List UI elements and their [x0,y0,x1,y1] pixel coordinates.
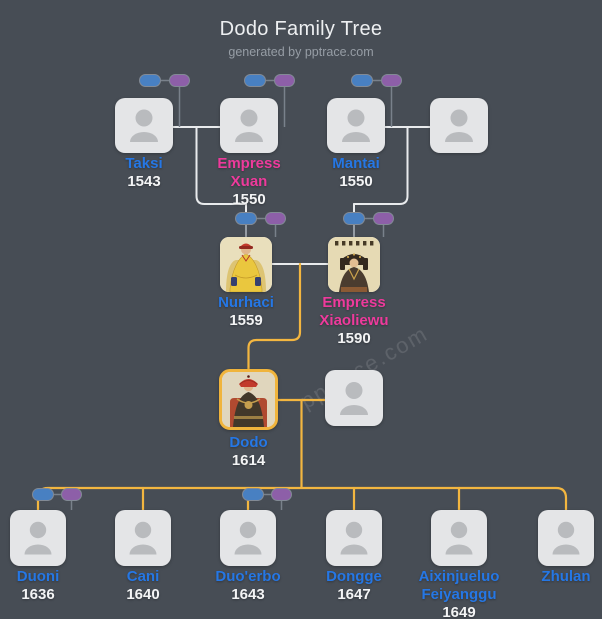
person-card-zhulan[interactable] [538,510,594,566]
male-link-icon[interactable] [139,74,161,87]
female-link-icon[interactable] [381,74,402,87]
person-label-empress-xiaoliewu: Empress Xiaoliewu 1590 [319,294,389,347]
person-card-duoni[interactable] [10,510,66,566]
person-card-aixinjueluo-feiyanggu[interactable] [431,510,487,566]
person-label-zhulan: Zhulan [541,568,591,585]
person-silhouette-icon [234,521,262,555]
male-link-icon[interactable] [32,488,54,501]
dodo-portrait [222,372,275,427]
person-label-mantai: Mantai 1550 [332,155,380,190]
person-silhouette-icon [129,521,157,555]
male-link-icon[interactable] [343,212,365,225]
person-label-duoerbo: Duo'erbo 1643 [215,568,281,603]
female-link-icon[interactable] [169,74,190,87]
person-silhouette-icon [340,521,368,555]
person-label-aixinjueluo-feiyanggu: Aixinjueluo Feiyanggu 1649 [418,568,500,619]
person-card-unnamed-spouse-2[interactable] [325,370,383,426]
female-link-icon[interactable] [61,488,82,501]
page-title: Dodo Family Tree [219,18,383,40]
person-label-dongge: Dongge 1647 [326,568,382,603]
nurhaci-portrait [220,237,272,292]
person-label-dodo: Dodo 1614 [229,434,268,469]
person-label-empress-xuan: Empress Xuan 1550 [217,155,281,208]
female-link-icon[interactable] [373,212,394,225]
male-link-icon[interactable] [235,212,257,225]
person-label-taksi: Taksi 1543 [125,155,163,190]
person-card-dongge[interactable] [326,510,382,566]
female-link-icon[interactable] [274,74,295,87]
person-card-unnamed-spouse-1[interactable] [430,98,488,153]
page-subtitle: generated by pptrace.com [228,45,374,59]
person-label-cani: Cani 1640 [126,568,160,603]
male-link-icon[interactable] [351,74,373,87]
person-card-cani[interactable] [115,510,171,566]
male-link-icon[interactable] [244,74,266,87]
male-link-icon[interactable] [242,488,264,501]
person-silhouette-icon [445,109,473,142]
person-silhouette-icon [342,109,370,142]
person-card-empress-xuan[interactable] [220,98,278,153]
xiaoliewu-portrait [328,237,380,292]
header: Dodo Family Tree generated by pptrace.co… [0,18,602,59]
person-silhouette-icon [235,109,263,142]
female-link-icon[interactable] [265,212,286,225]
person-silhouette-icon [445,521,473,555]
person-silhouette-icon [340,382,368,415]
person-silhouette-icon [552,521,580,555]
person-silhouette-icon [24,521,52,555]
person-label-nurhaci: Nurhaci 1559 [218,294,274,329]
female-link-icon[interactable] [271,488,292,501]
person-card-taksi[interactable] [115,98,173,153]
person-card-dodo[interactable] [219,369,278,430]
person-card-empress-xiaoliewu[interactable] [328,237,380,292]
person-label-duoni: Duoni 1636 [16,568,60,603]
person-card-mantai[interactable] [327,98,385,153]
person-silhouette-icon [130,109,158,142]
person-card-duoerbo[interactable] [220,510,276,566]
person-card-nurhaci[interactable] [220,237,272,292]
